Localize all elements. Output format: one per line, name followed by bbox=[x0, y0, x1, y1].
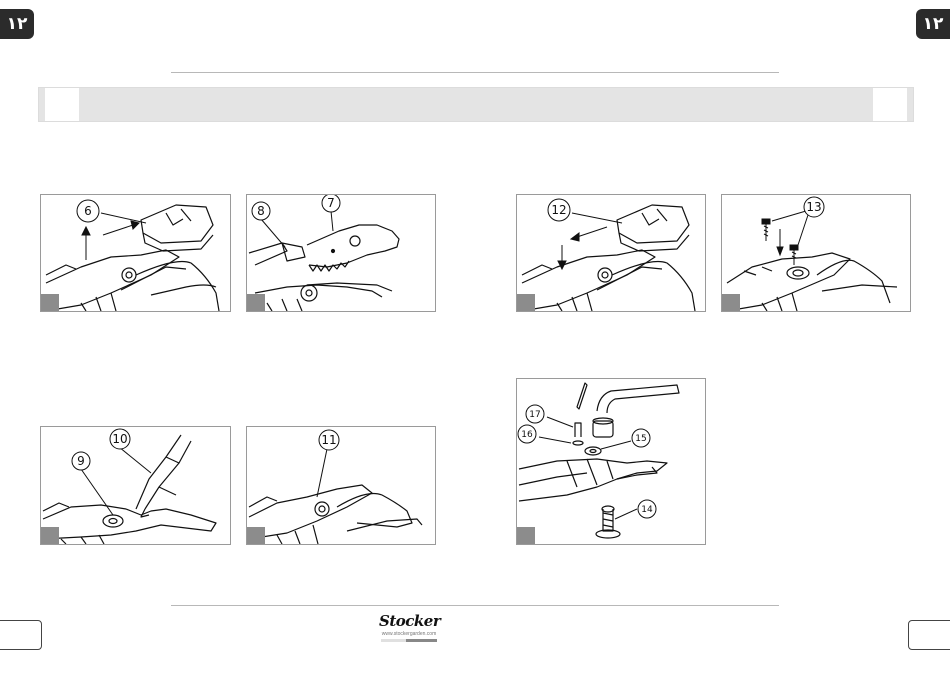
callout-label: 13 bbox=[806, 200, 821, 214]
top-divider bbox=[171, 72, 779, 73]
figure-apply-lubricant: 9 10 bbox=[40, 426, 231, 545]
figure-insert-screws: 13 bbox=[721, 194, 911, 312]
brand-logo: Stocker www.stockergarden.com bbox=[379, 612, 439, 642]
callout-label: 10 bbox=[112, 432, 127, 446]
figure-blade-bolt-assembly: 17 16 15 14 bbox=[516, 378, 706, 545]
bottom-divider bbox=[171, 605, 779, 606]
step-number bbox=[247, 294, 265, 311]
callout-label: 17 bbox=[529, 410, 540, 420]
page-tab-right: ١٢ bbox=[916, 9, 950, 39]
callout-label: 11 bbox=[321, 433, 336, 447]
figure-reinstall-cover: 11 bbox=[246, 426, 436, 545]
callout-label: 15 bbox=[635, 434, 646, 444]
brand-name: Stocker bbox=[379, 612, 439, 630]
callout-label: 9 bbox=[77, 454, 85, 468]
step-number bbox=[247, 527, 265, 544]
figure-remove-cover-2: 12 bbox=[516, 194, 706, 312]
step-number bbox=[517, 294, 535, 311]
step-number bbox=[517, 527, 535, 544]
brand-url: www.stockergarden.com bbox=[379, 631, 439, 637]
step-number bbox=[41, 527, 59, 544]
step-number bbox=[722, 294, 740, 311]
brand-strip bbox=[381, 639, 437, 642]
callout-label: 6 bbox=[84, 204, 92, 218]
figure-remove-cover: 6 bbox=[40, 194, 231, 312]
callout-label: 14 bbox=[641, 505, 653, 515]
page-number-right bbox=[908, 620, 950, 650]
pruner-drawing: 6 bbox=[41, 195, 230, 311]
figure-sharpen-blade: 8 7 bbox=[246, 194, 436, 312]
callout-label: 12 bbox=[551, 203, 566, 217]
callout-label: 8 bbox=[257, 204, 265, 218]
page-number-left bbox=[0, 620, 42, 650]
page-tab-left: ١٢ bbox=[0, 9, 34, 39]
callout-label: 7 bbox=[327, 196, 335, 210]
callout-label: 16 bbox=[521, 430, 533, 440]
step-number bbox=[41, 294, 59, 311]
section-title-bar bbox=[38, 87, 914, 122]
